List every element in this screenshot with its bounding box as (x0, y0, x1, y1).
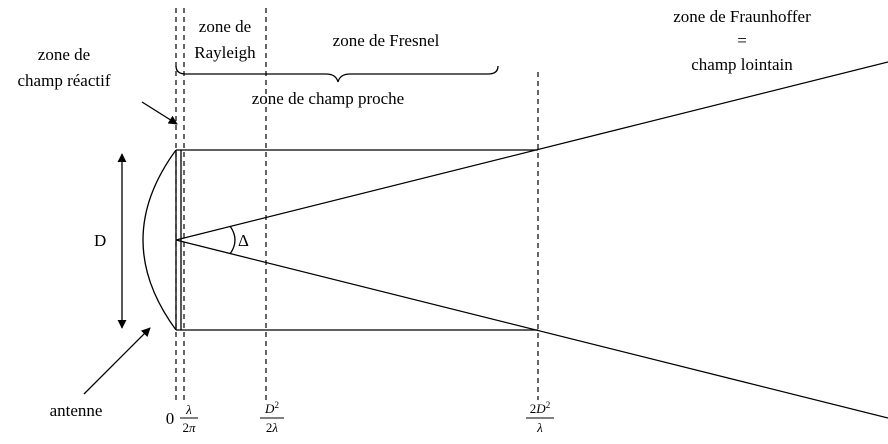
tick2-den-coef: 2 (266, 420, 273, 435)
cone-upper-line (175, 61, 888, 241)
tick3-num-var: D (535, 401, 546, 416)
reactive-zone-pointer (141, 101, 178, 125)
tick1-numerator: λ (185, 402, 192, 417)
antenna-pointer (83, 327, 151, 395)
tick2-denominator: 2λ (266, 420, 279, 435)
fresnel-zone-label: zone de Fresnel (333, 31, 440, 50)
tick2-num-exp: 2 (274, 400, 279, 410)
tick1-denominator: 2π (182, 420, 196, 435)
tick1-den-var: π (189, 420, 196, 435)
tick3-denominator: λ (536, 420, 543, 435)
tick2-numerator: D2 (264, 400, 279, 416)
antenna-label: antenne (50, 401, 103, 420)
tick3-num-coef: 2 (530, 401, 537, 416)
tick2-num-var: D (264, 401, 275, 416)
diameter-label: D (94, 231, 106, 250)
tick3-num-exp: 2 (546, 400, 551, 410)
reactive-zone-label-line1: zone de (38, 45, 90, 64)
tick-d2-over-2lambda: D2 2λ (260, 400, 284, 435)
angle-arc (229, 225, 236, 255)
reactive-zone-label-line2: champ réactif (18, 71, 111, 90)
near-field-zone-label: zone de champ proche (252, 89, 404, 108)
tick1-den-coef: 2 (182, 420, 189, 435)
fraunhofer-zone-label-line2: = (737, 31, 747, 50)
antenna-reflector (142, 149, 177, 331)
cone-lower-line (175, 239, 888, 419)
tick3-numerator: 2D2 (530, 400, 550, 416)
rayleigh-zone-label-line2: Rayleigh (194, 43, 256, 62)
fraunhofer-zone-label-line3: champ lointain (691, 55, 793, 74)
tick-lambda-over-2pi: λ 2π (180, 402, 198, 435)
angle-label: Δ (238, 231, 249, 250)
tick2-den-var: λ (271, 420, 278, 435)
near-field-brace (175, 65, 499, 83)
rayleigh-zone-label-line1: zone de (199, 17, 251, 36)
fraunhofer-zone-label-line1: zone de Fraunhoffer (673, 7, 811, 26)
tick-2d2-over-lambda: 2D2 λ (526, 400, 554, 435)
tick-zero: 0 (166, 409, 175, 428)
